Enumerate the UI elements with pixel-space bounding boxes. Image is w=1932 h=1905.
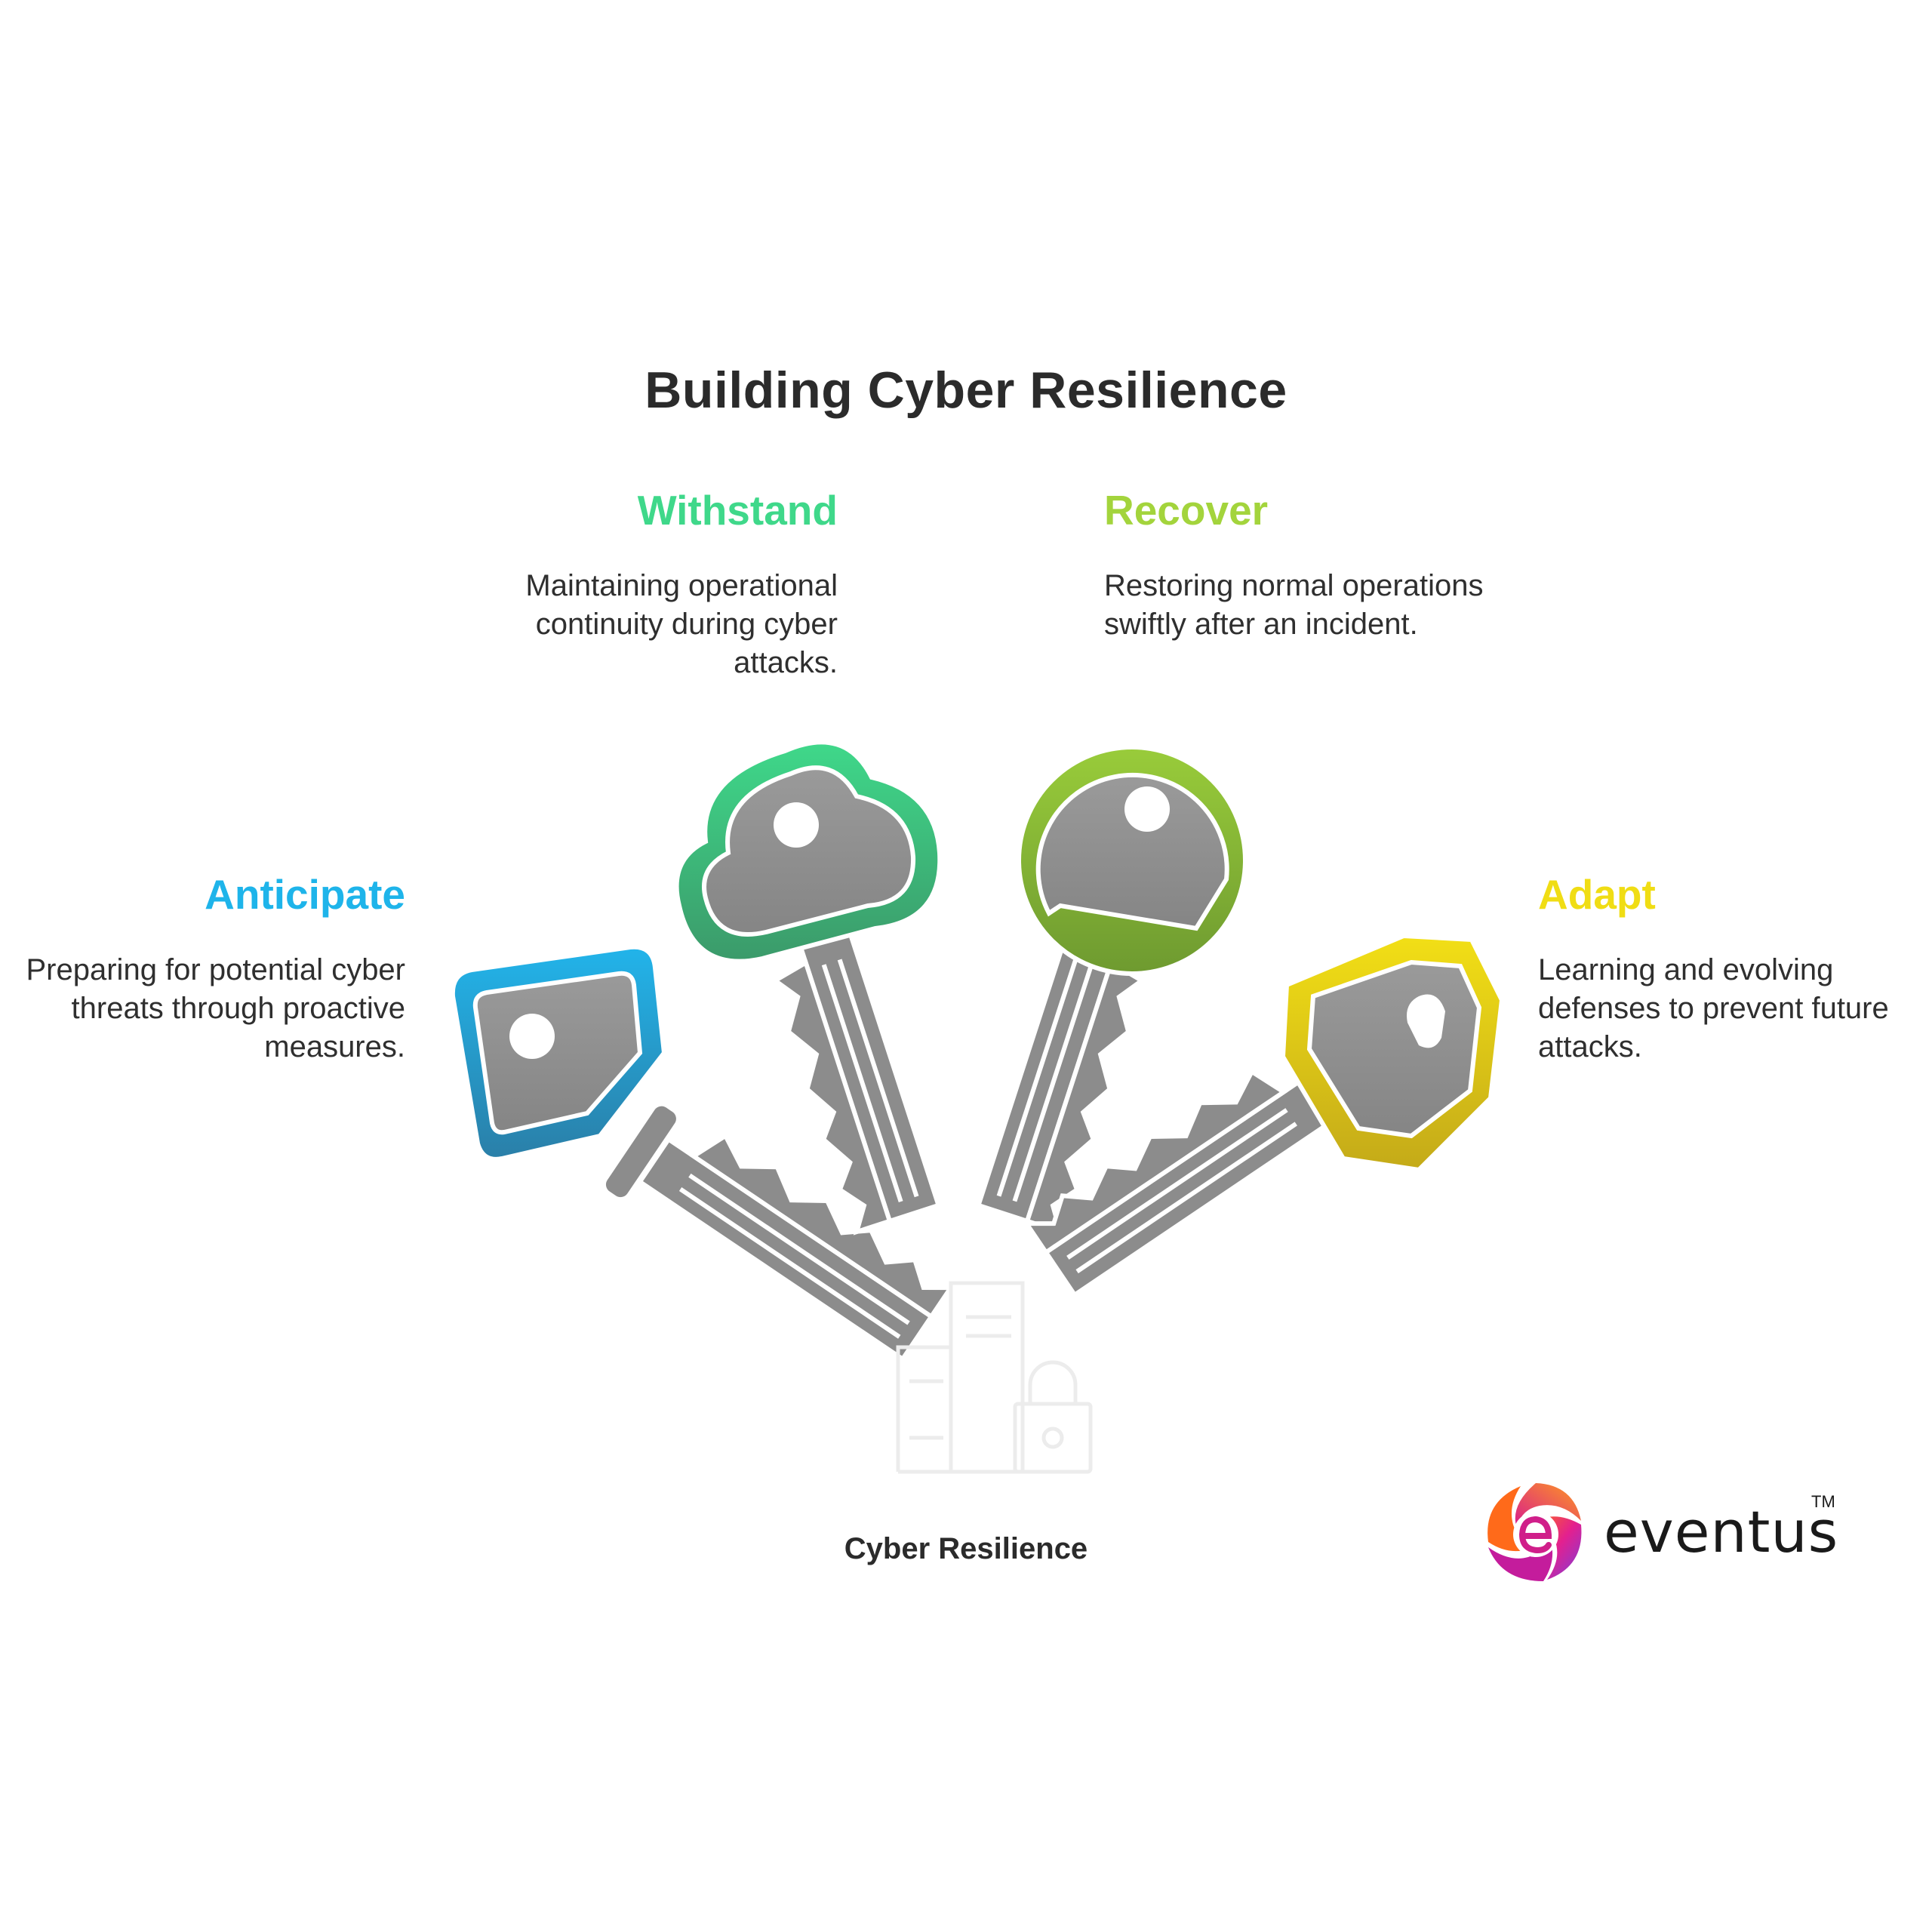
- withstand-heading: Withstand: [637, 487, 838, 534]
- eventus-trademark: TM: [1811, 1492, 1835, 1511]
- anticipate-key-icon: [450, 944, 955, 1362]
- building-lock-icon: [896, 1281, 1093, 1474]
- page-title: Building Cyber Resilience: [645, 362, 1287, 419]
- eventus-logo-text: eventus: [1604, 1498, 1839, 1565]
- adapt-description: Learning and evolving defenses to preven…: [1538, 953, 1889, 1063]
- anticipate-heading: Anticipate: [205, 871, 405, 918]
- recover-heading: Recover: [1104, 487, 1269, 534]
- recover-key-icon: [975, 745, 1247, 1236]
- eventus-logo-icon: [1487, 1483, 1582, 1581]
- recover-description: Restoring normal operations swiftly afte…: [1104, 569, 1484, 641]
- withstand-description: Maintaining operational continuity durin…: [525, 569, 838, 679]
- adapt-heading: Adapt: [1538, 871, 1656, 918]
- eventus-logo: eventus TM: [1479, 1476, 1841, 1596]
- adapt-key-icon: [1022, 933, 1505, 1298]
- withstand-key-icon: [674, 740, 943, 1236]
- anticipate-description: Preparing for potential cyber threats th…: [26, 953, 406, 1063]
- center-label: Cyber Resilience: [844, 1532, 1088, 1565]
